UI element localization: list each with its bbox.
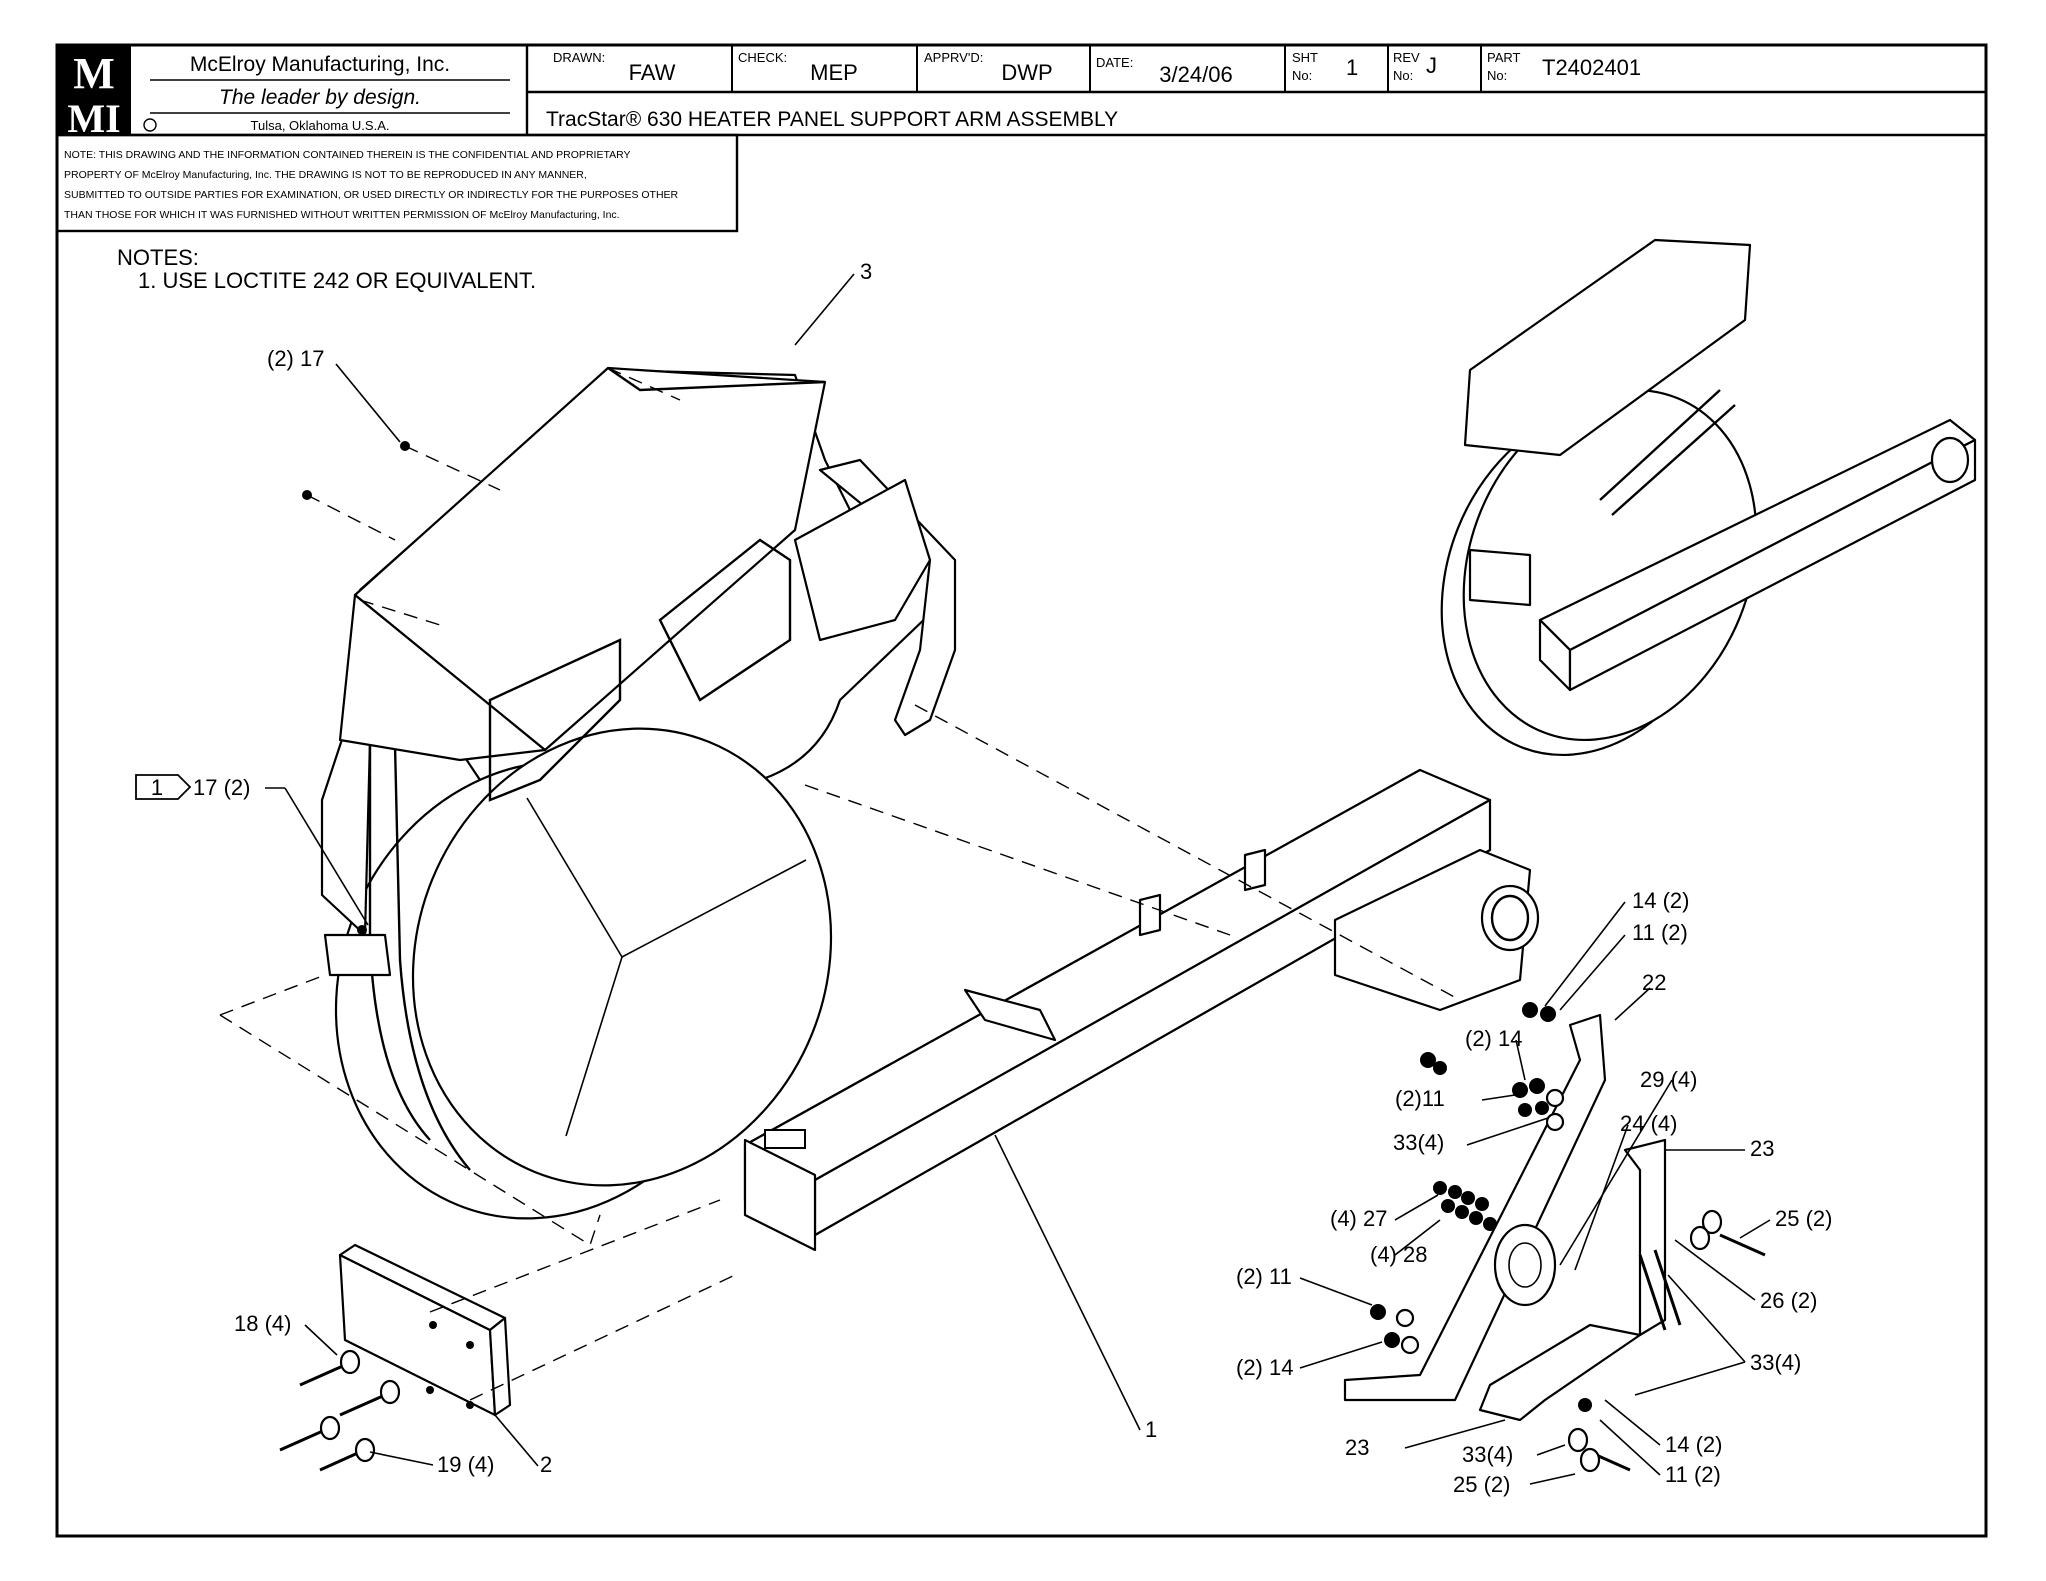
support-arm <box>743 768 1540 1252</box>
company-slogan: The leader by design. <box>219 86 421 109</box>
callout-23-a: 23 <box>1750 1136 1774 1161</box>
callout-labels: 3 (2) 17 17 (2) 14 (2) 11 (2) 22 (2) 14 … <box>193 259 1832 1497</box>
isometric-inset <box>1440 238 1977 757</box>
drawn-label: DRAWN: <box>553 50 605 65</box>
callout-11-d: 11 (2) <box>1665 1462 1721 1487</box>
callout-33-a: 33(4) <box>1393 1130 1444 1155</box>
bolt-set-25-26 <box>1567 1209 1766 1473</box>
callout-2: 2 <box>540 1452 552 1477</box>
leader-lines <box>265 273 1771 1485</box>
note-flag: 1 <box>135 774 192 800</box>
part-number: T2402401 <box>1542 55 1641 80</box>
assembly-centerlines <box>219 445 1461 1401</box>
callout-14-d: 14 (2) <box>1665 1432 1722 1457</box>
nut-cluster-lower <box>1370 1304 1420 1355</box>
approved-label: APPRV'D: <box>924 50 983 65</box>
date-value: 3/24/06 <box>1159 62 1232 87</box>
registered-mark-icon <box>143 118 157 132</box>
callout-17-top: (2) 17 <box>267 346 324 371</box>
approved-value: DWP <box>1001 60 1052 85</box>
confidential-line-2: PROPERTY OF McElroy Manufacturing, Inc. … <box>64 169 587 181</box>
callout-19: 19 (4) <box>437 1452 494 1477</box>
callout-23-b: 23 <box>1345 1435 1369 1460</box>
callout-25-a: 25 (2) <box>1775 1206 1832 1231</box>
callout-27: (4) 27 <box>1330 1206 1387 1231</box>
callout-17-side: 17 (2) <box>193 775 250 800</box>
svg-text:M: M <box>73 49 115 98</box>
callout-14-b: (2) 14 <box>1465 1026 1522 1051</box>
rev-label-2: No: <box>1393 68 1413 83</box>
callout-18: 18 (4) <box>234 1311 291 1336</box>
confidential-line-4: THAN THOSE FOR WHICH IT WAS FURNISHED WI… <box>64 209 620 221</box>
date-label: DATE: <box>1096 55 1133 70</box>
hardware <box>279 441 1766 1473</box>
company-location: Tulsa, Oklahoma U.S.A. <box>251 118 390 133</box>
drawn-value: FAW <box>629 60 676 85</box>
callout-11-a: 11 (2) <box>1632 920 1688 945</box>
callout-11-c: (2) 11 <box>1236 1264 1292 1289</box>
confidential-line-3: SUBMITTED TO OUTSIDE PARTIES FOR EXAMINA… <box>64 189 679 201</box>
notes-heading: NOTES: <box>117 245 199 270</box>
rev-label-1: REV <box>1393 50 1420 65</box>
callout-29: 29 (4) <box>1640 1067 1697 1092</box>
clamp-brackets <box>1343 1013 1667 1422</box>
part-label-1: PART <box>1487 50 1521 65</box>
callout-14-a: 14 (2) <box>1632 888 1689 913</box>
callout-28: (4) 28 <box>1370 1242 1427 1267</box>
callout-14-c: (2) 14 <box>1236 1355 1293 1380</box>
heater-panel <box>320 366 957 1220</box>
sheet-label-2: No: <box>1292 68 1312 83</box>
callout-22: 22 <box>1642 970 1666 995</box>
sheet-value: 1 <box>1346 55 1358 80</box>
company-name: McElroy Manufacturing, Inc. <box>190 53 450 76</box>
callout-24: 24 (4) <box>1620 1111 1677 1136</box>
drawing-title: TracStar® 630 HEATER PANEL SUPPORT ARM A… <box>546 108 1118 131</box>
bolt-set-18 <box>279 1349 401 1472</box>
svg-text:MI: MI <box>67 96 120 141</box>
sheet-label-1: SHT <box>1292 50 1318 65</box>
callout-11-b: (2)11 <box>1395 1086 1445 1111</box>
note-flag-number: 1 <box>151 775 163 800</box>
nut-cluster-27-28 <box>1433 1181 1497 1231</box>
callout-1: 1 <box>1145 1417 1157 1442</box>
confidential-note: NOTE: THIS DRAWING AND THE INFORMATION C… <box>55 133 739 233</box>
drawing-border <box>55 43 1988 1538</box>
mmi-logo: M MI <box>57 45 131 141</box>
rev-value: J <box>1426 53 1437 78</box>
check-label: CHECK: <box>738 50 787 65</box>
mounting-plate <box>338 1243 512 1417</box>
callout-26: 26 (2) <box>1760 1288 1817 1313</box>
callout-33-c: 33(4) <box>1462 1442 1513 1467</box>
confidential-line-1: NOTE: THIS DRAWING AND THE INFORMATION C… <box>64 149 630 161</box>
callout-3: 3 <box>860 259 872 284</box>
part-label-2: No: <box>1487 68 1507 83</box>
callout-33-b: 33(4) <box>1750 1350 1801 1375</box>
nut-cluster-upper <box>1420 1002 1565 1132</box>
disk-spokes <box>526 797 807 1137</box>
note-item-1: 1. USE LOCTITE 242 OR EQUIVALENT. <box>138 268 536 293</box>
title-block: M MI McElroy Manufacturing, Inc. The lea… <box>57 45 1986 141</box>
check-value: MEP <box>810 60 858 85</box>
callout-25-b: 25 (2) <box>1453 1472 1510 1497</box>
